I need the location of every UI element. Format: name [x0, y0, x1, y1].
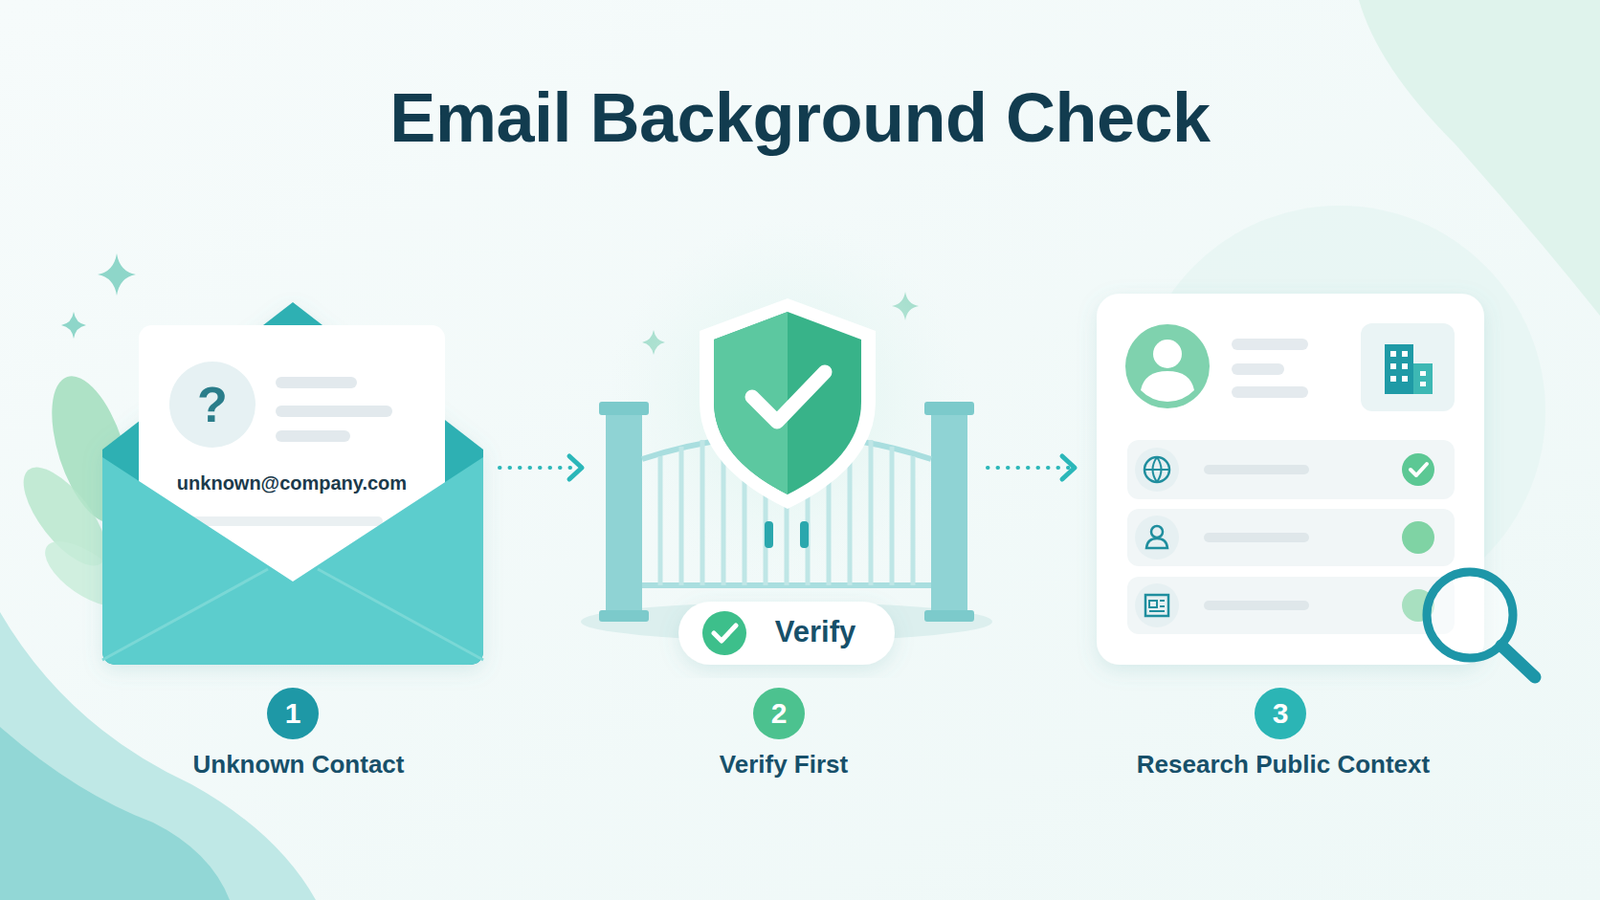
stage-group: Research Public Context: [1076, 287, 1556, 785]
verify-badge-text: Verify: [748, 615, 883, 650]
title: Email Background Check: [0, 78, 1600, 157]
step-caption: Verify First: [592, 750, 976, 780]
dotted-arrow: [499, 456, 582, 480]
step-caption: Unknown Contact: [107, 750, 490, 780]
email-address: unknown@company.com: [124, 472, 460, 495]
callout-number: 2: [771, 699, 788, 729]
dotted-arrow: [987, 456, 1075, 480]
callout-number: 3: [1272, 699, 1289, 729]
callout-number: 1: [285, 699, 302, 729]
question-mark: ?: [197, 379, 228, 430]
step-caption: Research Public Context: [1091, 750, 1475, 780]
